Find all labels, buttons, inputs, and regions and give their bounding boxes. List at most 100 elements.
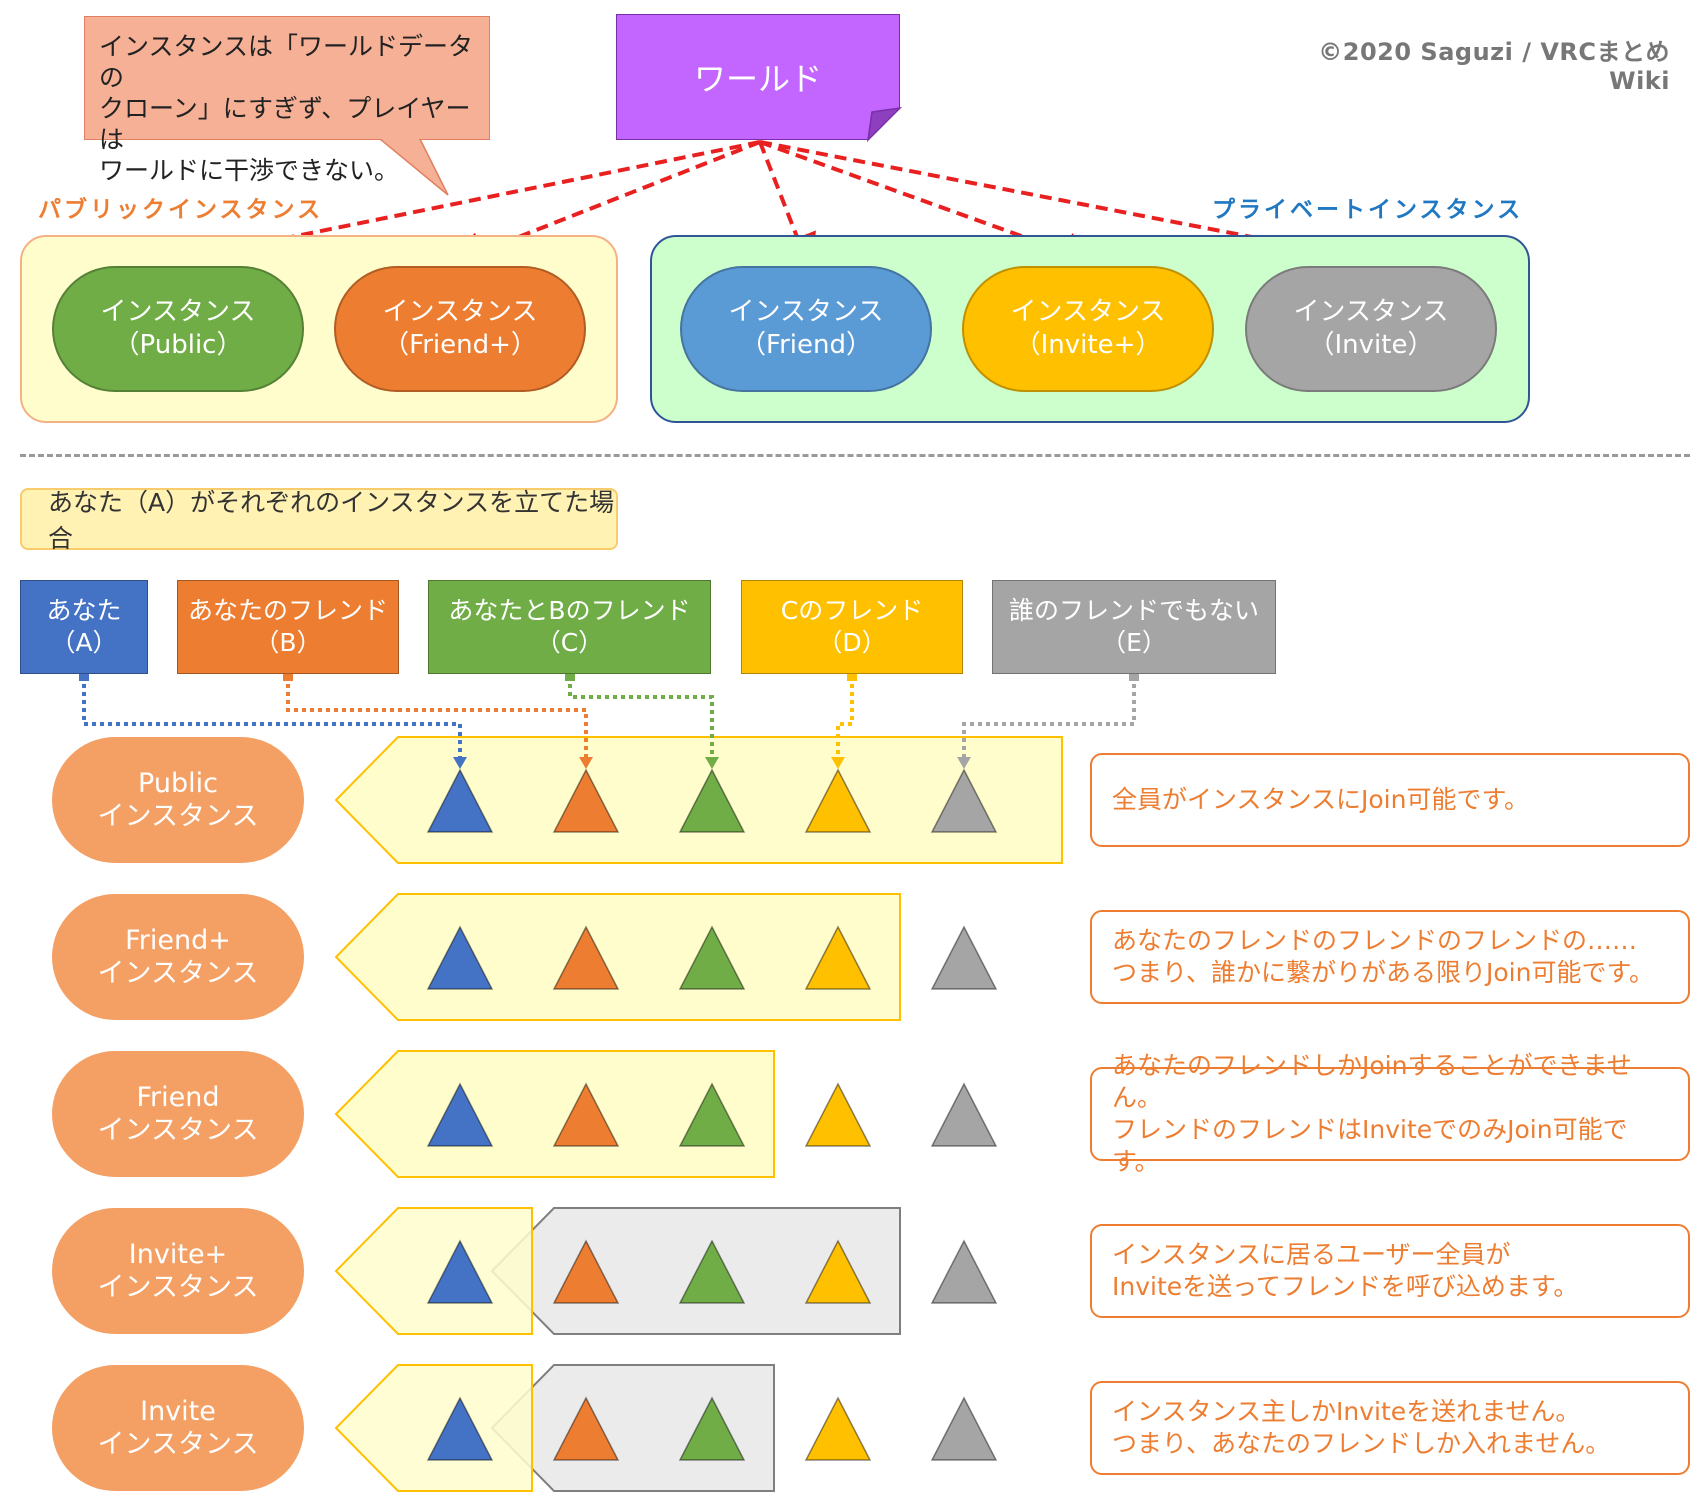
row-friend-plus-pill: Friend+ インスタンス [52,894,304,1020]
row-invite-plus-description: インスタンスに居るユーザー全員が Inviteを送ってフレンドを呼び込めます。 [1090,1224,1690,1318]
user-triangle-row3-0 [426,1239,494,1304]
user-triangle-row4-0 [426,1396,494,1461]
user-connectors [79,673,1139,769]
user-triangle-row0-1 [552,768,620,833]
instance-invite-plus-line2: （Invite+） [1014,330,1162,360]
instance-public-line1: インスタンス [100,297,256,327]
instance-friend-line1: インスタンス [728,297,884,327]
copyright-text: ©2020 Saguzi / VRCまとめWiki [1318,38,1670,95]
user-triangle-row4-4 [930,1396,998,1461]
instance-friend-plus-line2: （Friend+） [383,330,537,360]
user-triangle-row3-2 [678,1239,746,1304]
user-c-letter: （C） [535,628,604,657]
user-d-letter: （D） [817,628,887,657]
world-label: ワールド [693,60,822,98]
user-triangle-row1-0 [426,925,494,990]
connector-start-3 [847,673,857,681]
connector-arrow-1 [579,757,593,769]
user-triangle-row3-4 [930,1239,998,1304]
case-banner-text: あなた（A）がそれぞれのインスタンスを立てた場合 [48,488,615,553]
instance-invite-plus-pill: インスタンス （Invite+） [962,266,1214,392]
user-e-name: 誰のフレンドでもない [1008,596,1259,625]
user-triangles [426,768,998,1461]
user-box-c: あなたとBのフレンド （C） [428,580,711,674]
row-public-pill: Public インスタンス [52,737,304,863]
user-triangle-row0-4 [930,768,998,833]
user-triangle-row0-3 [804,768,872,833]
join-zone-row-1 [334,893,901,1021]
instance-invite-plus-line1: インスタンス [1010,297,1166,327]
connector-arrow-3 [831,757,845,769]
row-friend-plus-description: あなたのフレンドのフレンドのフレンドの…… つまり、誰かに繋がりがある限りJoi… [1090,910,1690,1004]
connector-arrow-2 [705,757,719,769]
user-triangle-row2-2 [678,1082,746,1147]
instance-friend-line2: （Friend） [740,330,872,360]
join-zone-row-3 [334,1207,533,1335]
row-friend-line2: インスタンス [97,1115,259,1146]
connector-0 [82,676,462,763]
instance-public-pill: インスタンス （Public） [52,266,304,392]
user-e-letter: （E） [1101,628,1167,657]
user-triangle-row1-2 [678,925,746,990]
user-d-name: Cのフレンド [780,596,924,625]
user-box-b: あなたのフレンド （B） [177,580,399,674]
row-invite-description: インスタンス主しかInviteを送れません。 つまり、あなたのフレンドしか入れま… [1090,1381,1690,1475]
instance-invite-pill: インスタンス （Invite） [1245,266,1497,392]
invite-zone-row-4 [490,1364,775,1492]
connector-3 [836,676,854,763]
connector-start-1 [283,673,293,681]
row-friend-plus-line1: Friend+ [125,925,231,956]
instance-public-line2: （Public） [113,330,243,360]
user-a-letter: （A） [50,628,118,657]
user-triangle-row1-4 [930,925,998,990]
instance-invite-line1: インスタンス [1293,297,1449,327]
world-node: ワールド [616,14,900,140]
instance-invite-line2: （Invite） [1308,330,1434,360]
note-callout: インスタンスは「ワールドデータの クローン」にすぎず、プレイヤーは ワールドに干… [84,16,490,185]
user-triangle-row2-4 [930,1082,998,1147]
user-triangle-row4-2 [678,1396,746,1461]
user-triangle-row4-1 [552,1396,620,1461]
row-friend-pill: Friend インスタンス [52,1051,304,1177]
row-invite-plus-line2: インスタンス [97,1272,259,1303]
private-group-title: プライベートインスタンス [1212,197,1524,223]
instance-friend-plus-pill: インスタンス （Friend+） [334,266,586,392]
user-triangle-row2-1 [552,1082,620,1147]
row-invite-plus-line1: Invite+ [128,1239,228,1270]
user-triangle-row0-2 [678,768,746,833]
connector-start-2 [565,673,575,681]
user-a-name: あなた [46,596,122,625]
user-box-d: Cのフレンド （D） [741,580,963,674]
user-triangle-row3-1 [552,1239,620,1304]
user-box-a: あなた （A） [20,580,148,674]
connector-start-0 [79,673,89,681]
connector-arrow-4 [957,757,971,769]
user-triangle-row0-0 [426,768,494,833]
user-b-letter: （B） [254,628,322,657]
row-public-line1: Public [138,768,218,799]
row-invite-line2: インスタンス [97,1429,259,1460]
connector-arrow-0 [453,757,467,769]
instance-friend-plus-line1: インスタンス [382,297,538,327]
user-triangle-row3-3 [804,1239,872,1304]
row-public-line2: インスタンス [97,801,259,832]
instance-friend-pill: インスタンス （Friend） [680,266,932,392]
user-triangle-row2-3 [804,1082,872,1147]
row-friend-description: あなたのフレンドしかJoinすることができません。 フレンドのフレンドはInvi… [1090,1051,1690,1176]
connector-1 [286,676,588,763]
row-invite-line1: Invite [140,1396,216,1427]
row-friend-line1: Friend [136,1082,220,1113]
row-invite-pill: Invite インスタンス [52,1365,304,1491]
note-callout-text: インスタンスは「ワールドデータの クローン」にすぎず、プレイヤーは ワールドに干… [99,32,474,185]
row-friend-plus-line2: インスタンス [97,958,259,989]
user-triangle-row1-1 [552,925,620,990]
row-invite-plus-pill: Invite+ インスタンス [52,1208,304,1334]
user-c-name: あなたとBのフレンド [448,596,691,625]
section-separator [20,454,1690,457]
user-box-e: 誰のフレンドでもない （E） [992,580,1276,674]
connector-start-4 [1129,673,1139,681]
connector-2 [568,676,714,763]
user-triangle-row4-3 [804,1396,872,1461]
user-triangle-row1-3 [804,925,872,990]
